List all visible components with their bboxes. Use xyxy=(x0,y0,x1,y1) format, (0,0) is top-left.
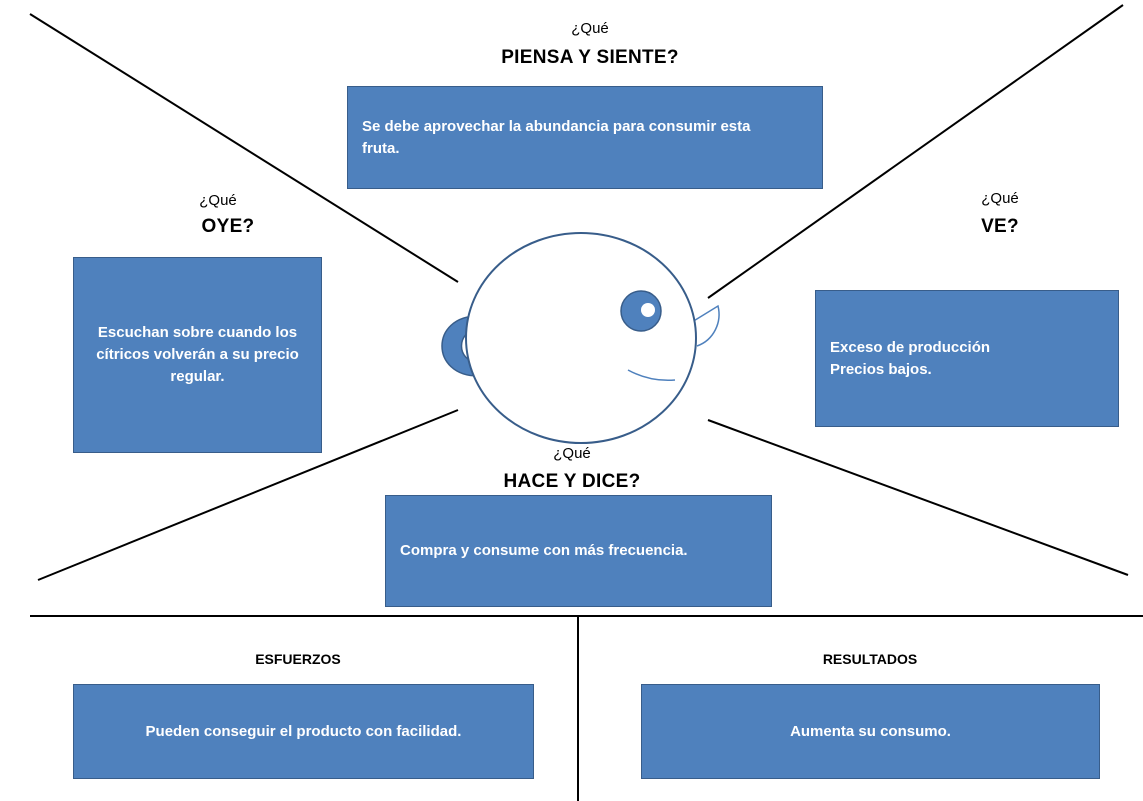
piensa-heading: PIENSA Y SIENTE? xyxy=(501,47,679,68)
piensa-text: Se debe aprovechar la abundancia para co… xyxy=(362,117,751,157)
resultados-box: Aumenta su consumo. xyxy=(641,684,1100,779)
oye-box: Escuchan sobre cuando los cítricos volve… xyxy=(73,257,322,453)
esfuerzos-heading: ESFUERZOS xyxy=(255,651,341,667)
esfuerzos-text: Pueden conseguir el producto con facilid… xyxy=(145,722,462,740)
ve-box: Exceso de producción Precios bajos. xyxy=(815,290,1119,427)
diagonal-bottom-right xyxy=(707,419,1129,576)
hace-question: ¿Qué xyxy=(553,445,591,462)
hace-box: Compra y consume con más frecuencia. xyxy=(385,495,772,607)
face-head xyxy=(465,232,697,444)
ve-text: Exceso de producción Precios bajos. xyxy=(830,337,990,381)
diagonal-bottom-left xyxy=(37,409,459,581)
resultados-heading: RESULTADOS xyxy=(822,651,918,667)
face-mouth xyxy=(627,369,676,382)
face-ear-right xyxy=(691,304,720,347)
ve-line-2: Precios bajos. xyxy=(830,360,932,378)
hace-heading: HACE Y DICE? xyxy=(503,471,641,492)
piensa-question: ¿Qué xyxy=(571,20,609,37)
piensa-box: Se debe aprovechar la abundancia para co… xyxy=(347,86,823,189)
resultados-text: Aumenta su consumo. xyxy=(790,722,951,740)
hace-text: Compra y consume con más frecuencia. xyxy=(400,542,688,559)
ve-line-1: Exceso de producción xyxy=(830,338,991,356)
ve-heading: VE? xyxy=(981,216,1019,237)
oye-text: Escuchan sobre cuando los cítricos volve… xyxy=(96,324,299,385)
oye-question: ¿Qué xyxy=(199,192,237,209)
face-eye xyxy=(620,290,662,332)
oye-heading: OYE? xyxy=(201,216,255,237)
diagonal-top-left xyxy=(29,13,459,283)
ve-question: ¿Qué xyxy=(981,190,1019,207)
face-eye-highlight xyxy=(641,303,655,317)
diagonal-top-right xyxy=(707,4,1124,299)
esfuerzos-box: Pueden conseguir el producto con facilid… xyxy=(73,684,534,779)
face-icon xyxy=(441,232,720,444)
